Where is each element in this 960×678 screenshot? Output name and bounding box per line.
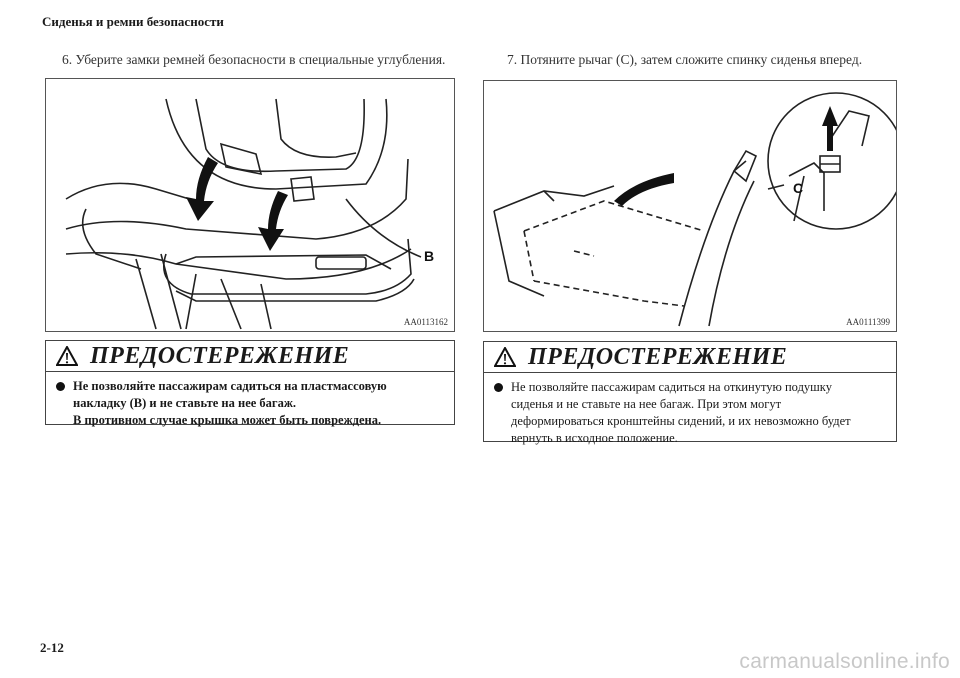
- figure-seat-lever: C AA0111399: [483, 80, 897, 332]
- warning-line: накладку (B) и не ставьте на нее багаж.: [73, 396, 297, 410]
- warning-line: сиденья и не ставьте на нее багаж. При э…: [511, 397, 782, 411]
- warning-body: Не позволяйте пассажирам садиться на пла…: [46, 372, 454, 429]
- warning-box-right: ПРЕДОСТЕРЕЖЕНИЕ Не позволяйте пассажирам…: [483, 341, 897, 445]
- watermark: carmanualsonline.info: [739, 650, 950, 673]
- warning-title: ПРЕДОСТЕРЕЖЕНИЕ: [90, 342, 350, 369]
- bullet-icon: [494, 383, 503, 392]
- figure-code: AA0113162: [403, 317, 448, 327]
- warning-title-row: ПРЕДОСТЕРЕЖЕНИЕ: [484, 342, 896, 373]
- warning-box-left: ПРЕДОСТЕРЕЖЕНИЕ Не позволяйте пассажирам…: [45, 340, 455, 427]
- step-7-text: 7. Потяните рычаг (C), затем сложите спи…: [507, 52, 863, 67]
- warning-line: Не позволяйте пассажирам садиться на отк…: [511, 380, 832, 394]
- warning-title: ПРЕДОСТЕРЕЖЕНИЕ: [528, 343, 788, 370]
- warning-triangle-icon: [56, 346, 78, 366]
- warning-body: Не позволяйте пассажирам садиться на отк…: [484, 373, 896, 447]
- seat-lever-illustration: C: [493, 92, 896, 327]
- warning-line: вернуть в исходное положение.: [511, 431, 678, 445]
- warning-line: деформироваться кронштейны сидений, и их…: [511, 414, 851, 428]
- callout-b: B: [424, 248, 434, 264]
- page-number: 2-12: [40, 640, 64, 655]
- bullet-icon: [56, 382, 65, 391]
- step-6-text: 6. Уберите замки ремней безопасности в с…: [62, 52, 446, 67]
- callout-c: C: [793, 180, 803, 196]
- warning-title-row: ПРЕДОСТЕРЕЖЕНИЕ: [46, 341, 454, 372]
- section-title: Сиденья и ремни безопасности: [42, 14, 224, 29]
- figure-seat-buckles: B AA0113162: [45, 78, 455, 332]
- warning-line: Не позволяйте пассажирам садиться на пла…: [73, 379, 387, 393]
- warning-line: В противном случае крышка может быть пов…: [73, 413, 382, 427]
- warning-triangle-icon: [494, 347, 516, 367]
- seat-buckles-illustration: B: [65, 98, 434, 330]
- figure-code: AA0111399: [846, 317, 890, 327]
